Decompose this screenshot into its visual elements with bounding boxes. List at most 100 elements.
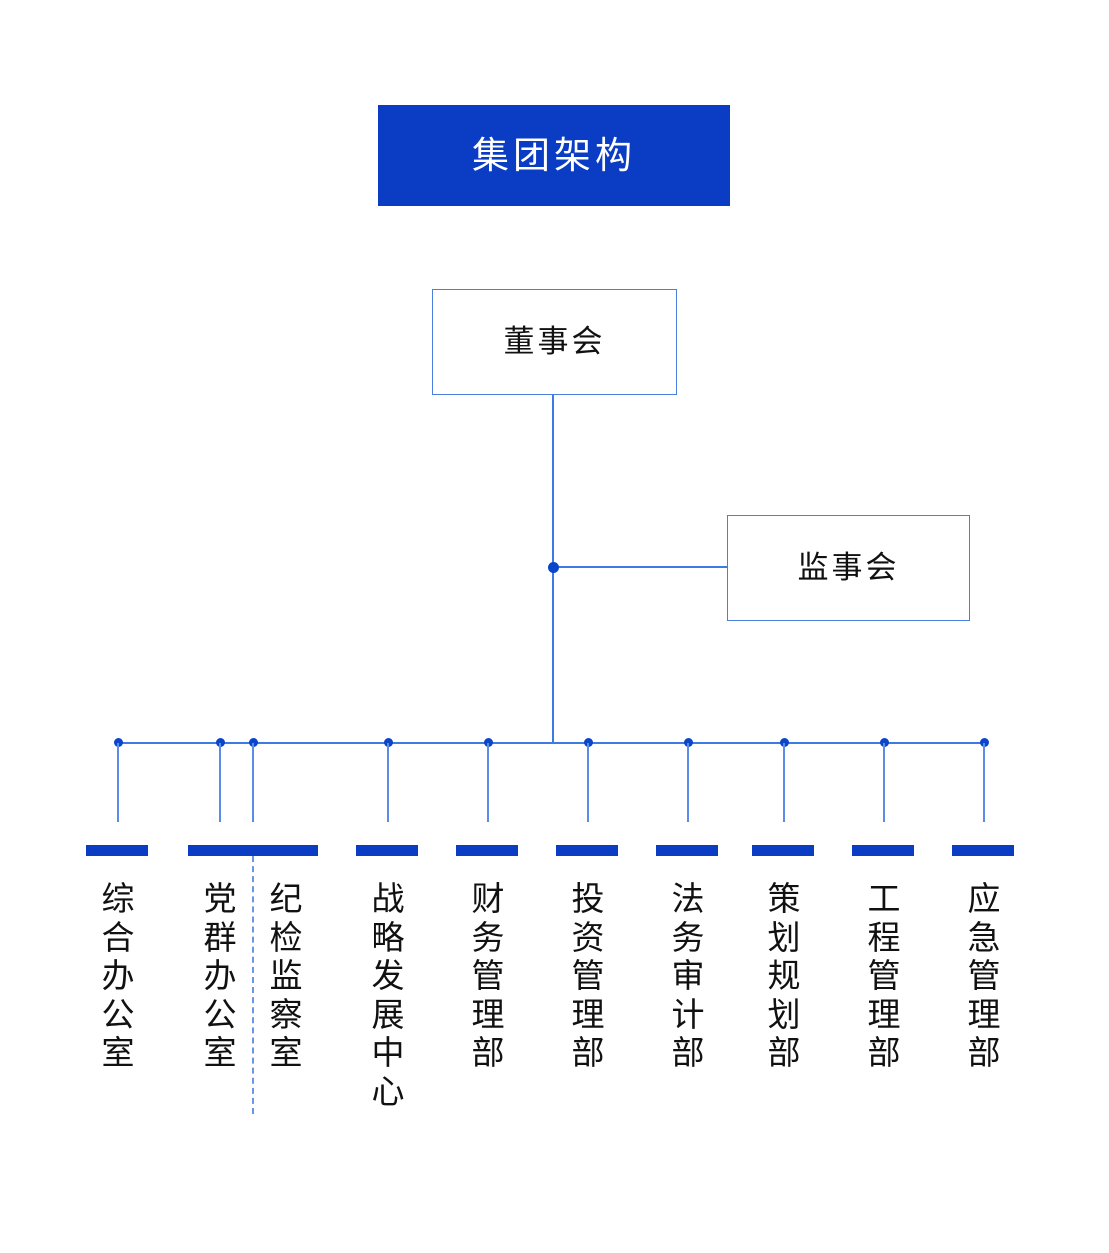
department-bar [556,845,618,856]
department-label-char: 急 [967,917,1001,957]
department-bar [656,845,718,856]
department-label-char: 管 [867,956,901,996]
department-label-char: 办 [101,956,135,996]
connector-department-drop [587,743,589,822]
junction-dot-department [249,738,258,747]
connector-department-drop [487,743,489,822]
department-label[interactable]: 党群办公室 [200,879,240,1073]
department-label-char: 部 [571,1033,605,1073]
department-label-char: 部 [471,1033,505,1073]
department-label-char: 应 [967,879,1001,918]
junction-dot-department [980,738,989,747]
connector-department-drop [252,743,254,822]
department-label-char: 群 [203,917,237,957]
department-label[interactable]: 纪检监察室 [266,879,306,1073]
department-bar [188,845,318,856]
department-label[interactable]: 法务审计部 [668,879,708,1073]
department-dashed-divider [252,856,254,1114]
department-label[interactable]: 策划规划部 [764,879,804,1073]
department-label[interactable]: 战略发展中心 [368,879,408,1112]
department-label-char: 理 [967,994,1001,1034]
department-label-char: 策 [767,879,801,918]
department-label-char: 管 [571,956,605,996]
junction-dot-department [780,738,789,747]
department-label-char: 理 [867,994,901,1034]
connector-department-drop [983,743,985,822]
connector-department-drop [883,743,885,822]
department-bar [356,845,418,856]
node-board-of-supervisors[interactable]: 监事会 [727,515,970,621]
department-label-char: 规 [767,956,801,996]
department-label-char: 理 [471,994,505,1034]
department-label[interactable]: 综合办公室 [98,879,138,1073]
department-label-char: 部 [867,1033,901,1073]
department-label[interactable]: 投资管理部 [568,879,608,1073]
department-label-char: 程 [867,917,901,957]
department-label-char: 办 [203,956,237,996]
department-label-char: 划 [767,917,801,957]
department-label-char: 审 [671,956,705,996]
department-label-char: 室 [101,1033,135,1073]
department-label-char: 略 [371,917,405,957]
department-label-char: 室 [269,1033,303,1073]
department-label[interactable]: 工程管理部 [864,879,904,1073]
department-label-char: 法 [671,879,705,918]
department-label-char: 察 [269,994,303,1034]
department-bar [456,845,518,856]
connector-department-drop [783,743,785,822]
node-board-of-supervisors-label: 监事会 [797,549,900,586]
department-label-char: 中 [371,1033,405,1073]
department-label-char: 公 [203,994,237,1034]
connector-department-drop [117,743,119,822]
junction-dot-department [584,738,593,747]
department-label-char: 发 [371,956,405,996]
connector-department-drop [219,743,221,822]
department-label-char: 检 [269,917,303,957]
department-label-char: 战 [371,879,405,918]
department-label-char: 公 [101,994,135,1034]
department-bar [852,845,914,856]
junction-dot-department [114,738,123,747]
department-label-char: 展 [371,994,405,1034]
department-label-char: 部 [967,1033,1001,1073]
department-label-char: 党 [203,879,237,918]
department-bar [86,845,148,856]
junction-dot-supervisors [548,562,559,573]
junction-dot-department [684,738,693,747]
connector-supervisors-horizontal [553,566,727,568]
node-board-of-directors-label: 董事会 [503,323,606,360]
department-label-char: 纪 [269,879,303,918]
department-bar [952,845,1014,856]
junction-dot-department [880,738,889,747]
connector-department-drop [687,743,689,822]
department-label-char: 务 [471,917,505,957]
department-label-char: 监 [269,956,303,996]
department-label-char: 资 [571,917,605,957]
department-label-char: 工 [867,879,901,918]
department-label-char: 投 [571,879,605,918]
department-label-char: 理 [571,994,605,1034]
department-label-char: 部 [767,1033,801,1073]
department-label-char: 管 [967,956,1001,996]
department-label-char: 管 [471,956,505,996]
department-label-char: 部 [671,1033,705,1073]
junction-dot-department [384,738,393,747]
connector-department-bus [118,742,985,744]
department-label-char: 务 [671,917,705,957]
junction-dot-department [484,738,493,747]
department-label-char: 划 [767,994,801,1034]
department-label-char: 计 [671,994,705,1034]
department-bar [752,845,814,856]
node-board-of-directors[interactable]: 董事会 [432,289,677,395]
department-label[interactable]: 财务管理部 [468,879,508,1073]
department-label-char: 综 [101,879,135,918]
chart-title-box: 集团架构 [378,105,730,206]
junction-dot-department [216,738,225,747]
connector-department-drop [387,743,389,822]
department-label-char: 室 [203,1033,237,1073]
department-label-char: 心 [371,1072,405,1112]
department-label-char: 合 [101,917,135,957]
department-label[interactable]: 应急管理部 [964,879,1004,1073]
department-label-char: 财 [471,879,505,918]
